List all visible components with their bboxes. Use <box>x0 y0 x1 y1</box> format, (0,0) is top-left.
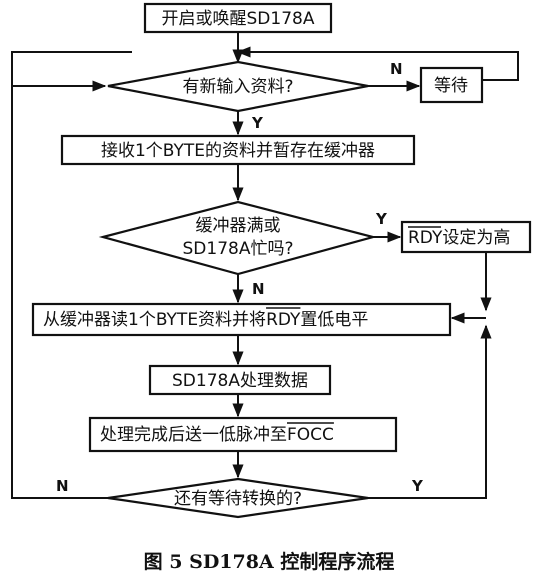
rdy-high-overline-text: RDY <box>408 228 443 248</box>
buffer-full-label-line1: 缓冲器满或 <box>196 216 281 236</box>
receive-node: 接收1个BYTE的资料并暂存在缓冲器 <box>60 134 416 166</box>
buffer-no-label: N <box>252 280 265 298</box>
process-node: SD178A处理数据 <box>148 364 332 396</box>
buffer-yes-label: Y <box>375 210 388 228</box>
decision-new-input: 有新输入资料? <box>107 60 369 113</box>
read-buffer-pre-text: 从缓冲器读1个BYTE资料并将 <box>43 310 266 330</box>
arrow-wait-loop <box>236 46 519 81</box>
rdy-high-rest-text: 设定为高 <box>442 228 510 248</box>
more-pending-label: 还有等待转换的? <box>174 489 302 509</box>
arrow-more-yes-loop <box>368 324 492 499</box>
wait-label: 等待 <box>434 76 468 96</box>
more-no-label: N <box>56 477 69 495</box>
wait-node: 等待 <box>419 66 484 104</box>
decision-buffer-full: 缓冲器满或 SD178A忙吗? <box>98 200 378 276</box>
process-label: SD178A处理数据 <box>172 371 308 391</box>
new-input-yes-label: Y <box>251 114 264 132</box>
pulse-label: 处理完成后送一低脉冲至FOCC <box>100 425 334 445</box>
new-input-label: 有新输入资料? <box>182 77 293 97</box>
pulse-pre-text: 处理完成后送一低脉冲至 <box>100 425 287 445</box>
read-buffer-post-text: 置低电平 <box>300 310 368 330</box>
buffer-full-label-line2: SD178A忙吗? <box>183 239 294 259</box>
pulse-overline-text: FOCC <box>287 425 334 445</box>
new-input-no-label: N <box>390 60 403 78</box>
read-buffer-overline-text: RDY <box>266 310 301 330</box>
decision-more-pending: 还有等待转换的? <box>107 477 369 519</box>
start-node: 开启或唤醒SD178A <box>143 2 333 34</box>
arrow-more-no-loop <box>11 51 132 499</box>
connectors <box>11 32 519 499</box>
rdy-high-node: RDY设定为高 <box>400 220 532 254</box>
pulse-node: 处理完成后送一低脉冲至FOCC <box>88 416 398 453</box>
start-label: 开启或唤醒SD178A <box>162 9 315 29</box>
read-buffer-label: 从缓冲器读1个BYTE资料并将RDY置低电平 <box>43 310 368 330</box>
rdy-high-label: RDY设定为高 <box>408 228 510 248</box>
receive-label: 接收1个BYTE的资料并暂存在缓冲器 <box>101 141 375 161</box>
more-yes-label: Y <box>411 477 424 495</box>
figure-caption: 图 5 SD178A 控制程序流程 <box>144 550 395 573</box>
read-buffer-node: 从缓冲器读1个BYTE资料并将RDY置低电平 <box>31 302 452 337</box>
